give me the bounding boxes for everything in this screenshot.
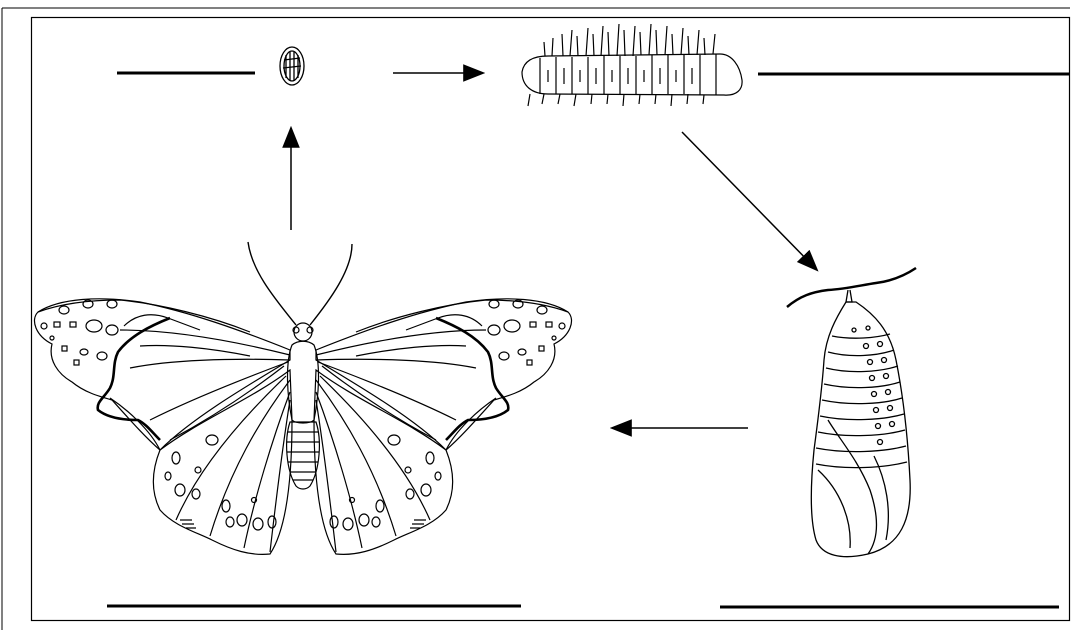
caterpillar-illustration bbox=[522, 24, 742, 106]
egg-illustration bbox=[280, 47, 304, 85]
worksheet-border bbox=[32, 18, 1070, 621]
butterfly-illustration bbox=[34, 242, 571, 554]
chrysalis-illustration bbox=[787, 268, 916, 557]
arrow-larva-to-pupa bbox=[682, 132, 817, 270]
